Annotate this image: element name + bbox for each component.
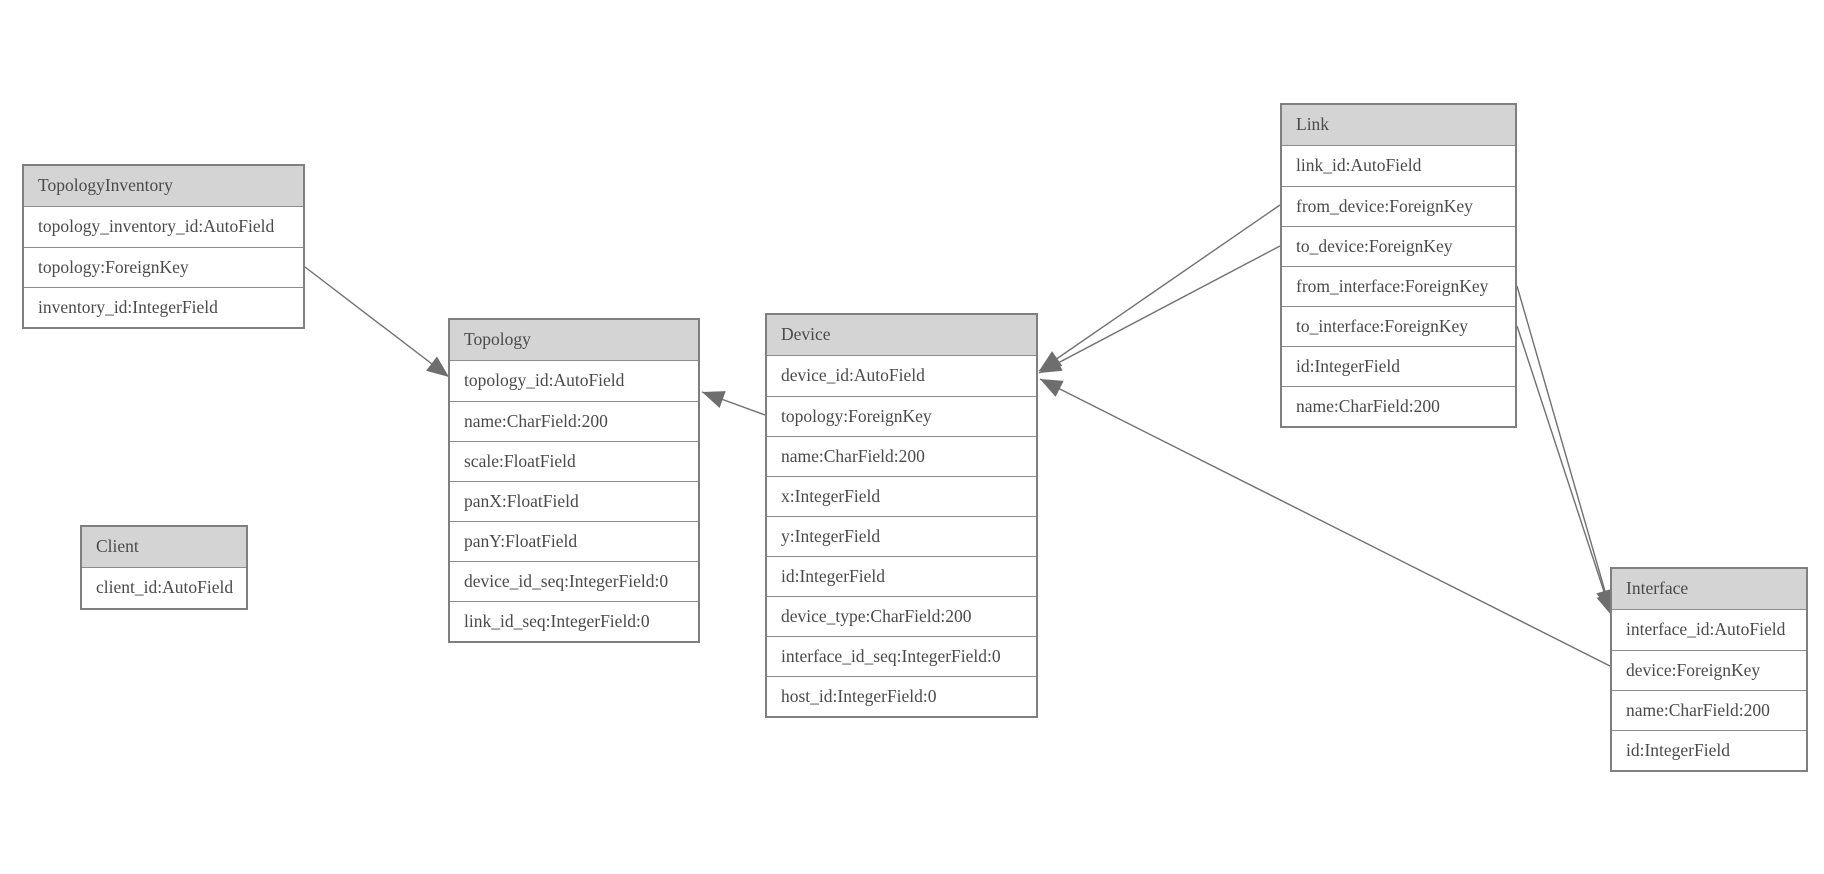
entity-field-label: panY:FloatField [464,531,578,551]
entity-field-label: id:IntegerField [1296,356,1401,376]
entity-header-interface[interactable]: Interface [1612,569,1806,610]
entity-field-label: to_interface:ForeignKey [1296,316,1469,336]
entity-field-label: topology_id:AutoField [464,370,625,390]
entity-field-row: id:IntegerField [767,556,1036,596]
entity-field-row: interface_id:AutoField [1612,610,1806,650]
entity-field-label: x:IntegerField [781,486,881,506]
arrowhead [702,391,726,408]
entity-field-row: topology_inventory_id:AutoField [24,207,303,247]
entity-field-label: topology_inventory_id:AutoField [38,216,275,236]
entity-field-label: inventory_id:IntegerField [38,297,218,317]
entity-field-row: to_device:ForeignKey [1282,226,1515,266]
entity-field-row: topology:ForeignKey [767,396,1036,436]
entity-field-row: device:ForeignKey [1612,650,1806,690]
entity-field-label: device:ForeignKey [1626,660,1761,680]
relationship-line [1038,245,1281,374]
entity-field-row: device_type:CharField:200 [767,596,1036,636]
arrowhead [1039,354,1063,373]
entity-field-row: panX:FloatField [450,481,698,521]
entity-table-topology_inventory[interactable]: TopologyInventory topology_inventory_id:A… [22,164,305,329]
entity-field-row: link_id_seq:IntegerField:0 [450,601,698,641]
entity-field-label: client_id:AutoField [96,577,234,597]
arrowhead [1039,351,1063,371]
entity-table-device[interactable]: Device device_id:AutoField topology:Foreig… [765,313,1038,718]
entity-field-label: interface_id_seq:IntegerField:0 [781,646,1001,666]
entity-field-row: id:IntegerField [1612,730,1806,770]
entity-field-row: link_id:AutoField [1282,146,1515,186]
entity-field-row: id:IntegerField [1282,346,1515,386]
entity-field-label: interface_id:AutoField [1626,619,1786,639]
relationship-link-from_device-to-device-device_id [1038,204,1281,372]
relationship-link-from_interface-to-interface-interface_id [1516,285,1614,613]
entity-name: Device [781,324,831,344]
entity-header-client[interactable]: Client [82,527,246,568]
entity-field-label: name:CharField:200 [1626,700,1770,720]
entity-field-row: x:IntegerField [767,476,1036,516]
entity-field-label: device_id_seq:IntegerField:0 [464,571,669,591]
entity-field-row: scale:FloatField [450,441,698,481]
arrowhead [1040,379,1064,397]
entity-field-row: device_id:AutoField [767,356,1036,396]
entity-field-label: link_id:AutoField [1296,155,1422,175]
entity-field-label: from_interface:ForeignKey [1296,276,1489,296]
entity-field-row: from_interface:ForeignKey [1282,266,1515,306]
entity-field-label: device_id:AutoField [781,365,925,385]
entity-field-row: panY:FloatField [450,521,698,561]
relationship-line [1038,204,1281,372]
entity-header-link[interactable]: Link [1282,105,1515,146]
entity-header-topology_inventory[interactable]: TopologyInventory [24,166,303,207]
entity-header-topology[interactable]: Topology [450,320,698,361]
entity-field-label: y:IntegerField [781,526,881,546]
entity-name: TopologyInventory [38,175,173,195]
entity-field-label: from_device:ForeignKey [1296,196,1473,216]
entity-field-label: name:CharField:200 [781,446,925,466]
entity-field-row: name:CharField:200 [1282,386,1515,426]
relationship-line [701,391,766,416]
entity-name: Interface [1626,578,1689,598]
entity-field-label: topology:ForeignKey [781,406,932,426]
entity-field-label: scale:FloatField [464,451,576,471]
entity-field-label: id:IntegerField [781,566,886,586]
entity-field-row: client_id:AutoField [82,568,246,608]
relationship-line [1516,285,1612,613]
entity-field-row: topology:ForeignKey [24,247,303,287]
relationship-line [1516,325,1613,617]
entity-name: Link [1296,114,1330,134]
relationship-link-to_interface-to-interface-interface_id [1516,325,1614,617]
relationship-link-to_device-to-device-device_id [1038,245,1281,374]
entity-field-row: from_device:ForeignKey [1282,186,1515,226]
entity-field-label: link_id_seq:IntegerField:0 [464,611,650,631]
entity-field-row: name:CharField:200 [767,436,1036,476]
entity-field-label: host_id:IntegerField:0 [781,686,937,706]
entity-field-label: panX:FloatField [464,491,579,511]
entity-field-label: device_type:CharField:200 [781,606,972,626]
entity-field-row: inventory_id:IntegerField [24,287,303,327]
entity-field-row: name:CharField:200 [1612,690,1806,730]
entity-field-label: to_device:ForeignKey [1296,236,1453,256]
entity-table-client[interactable]: Client client_id:AutoField [80,525,248,610]
entity-field-label: id:IntegerField [1626,740,1731,760]
relationship-line [304,266,450,378]
entity-field-row: topology_id:AutoField [450,361,698,401]
entity-field-row: name:CharField:200 [450,401,698,441]
entity-name: Topology [464,329,531,349]
entity-field-row: device_id_seq:IntegerField:0 [450,561,698,601]
entity-field-label: name:CharField:200 [464,411,608,431]
entity-field-row: host_id:IntegerField:0 [767,676,1036,716]
relationship-topologyinventory-topology-to-topology-topology_id [304,266,450,378]
entity-table-topology[interactable]: Topology topology_id:AutoField name:CharFi… [448,318,700,643]
arrowhead [426,356,449,377]
entity-field-label: name:CharField:200 [1296,396,1440,416]
relationship-device-topology-to-topology-topology_id [701,391,766,416]
entity-field-row: interface_id_seq:IntegerField:0 [767,636,1036,676]
entity-field-row: to_interface:ForeignKey [1282,306,1515,346]
entity-name: Client [96,536,139,556]
entity-table-interface[interactable]: Interface interface_id:AutoField device:Fo… [1610,567,1808,772]
entity-field-label: topology:ForeignKey [38,257,189,277]
entity-header-device[interactable]: Device [767,315,1036,356]
entity-field-row: y:IntegerField [767,516,1036,556]
entity-table-link[interactable]: Link link_id:AutoField from_device:Foreign… [1280,103,1517,428]
